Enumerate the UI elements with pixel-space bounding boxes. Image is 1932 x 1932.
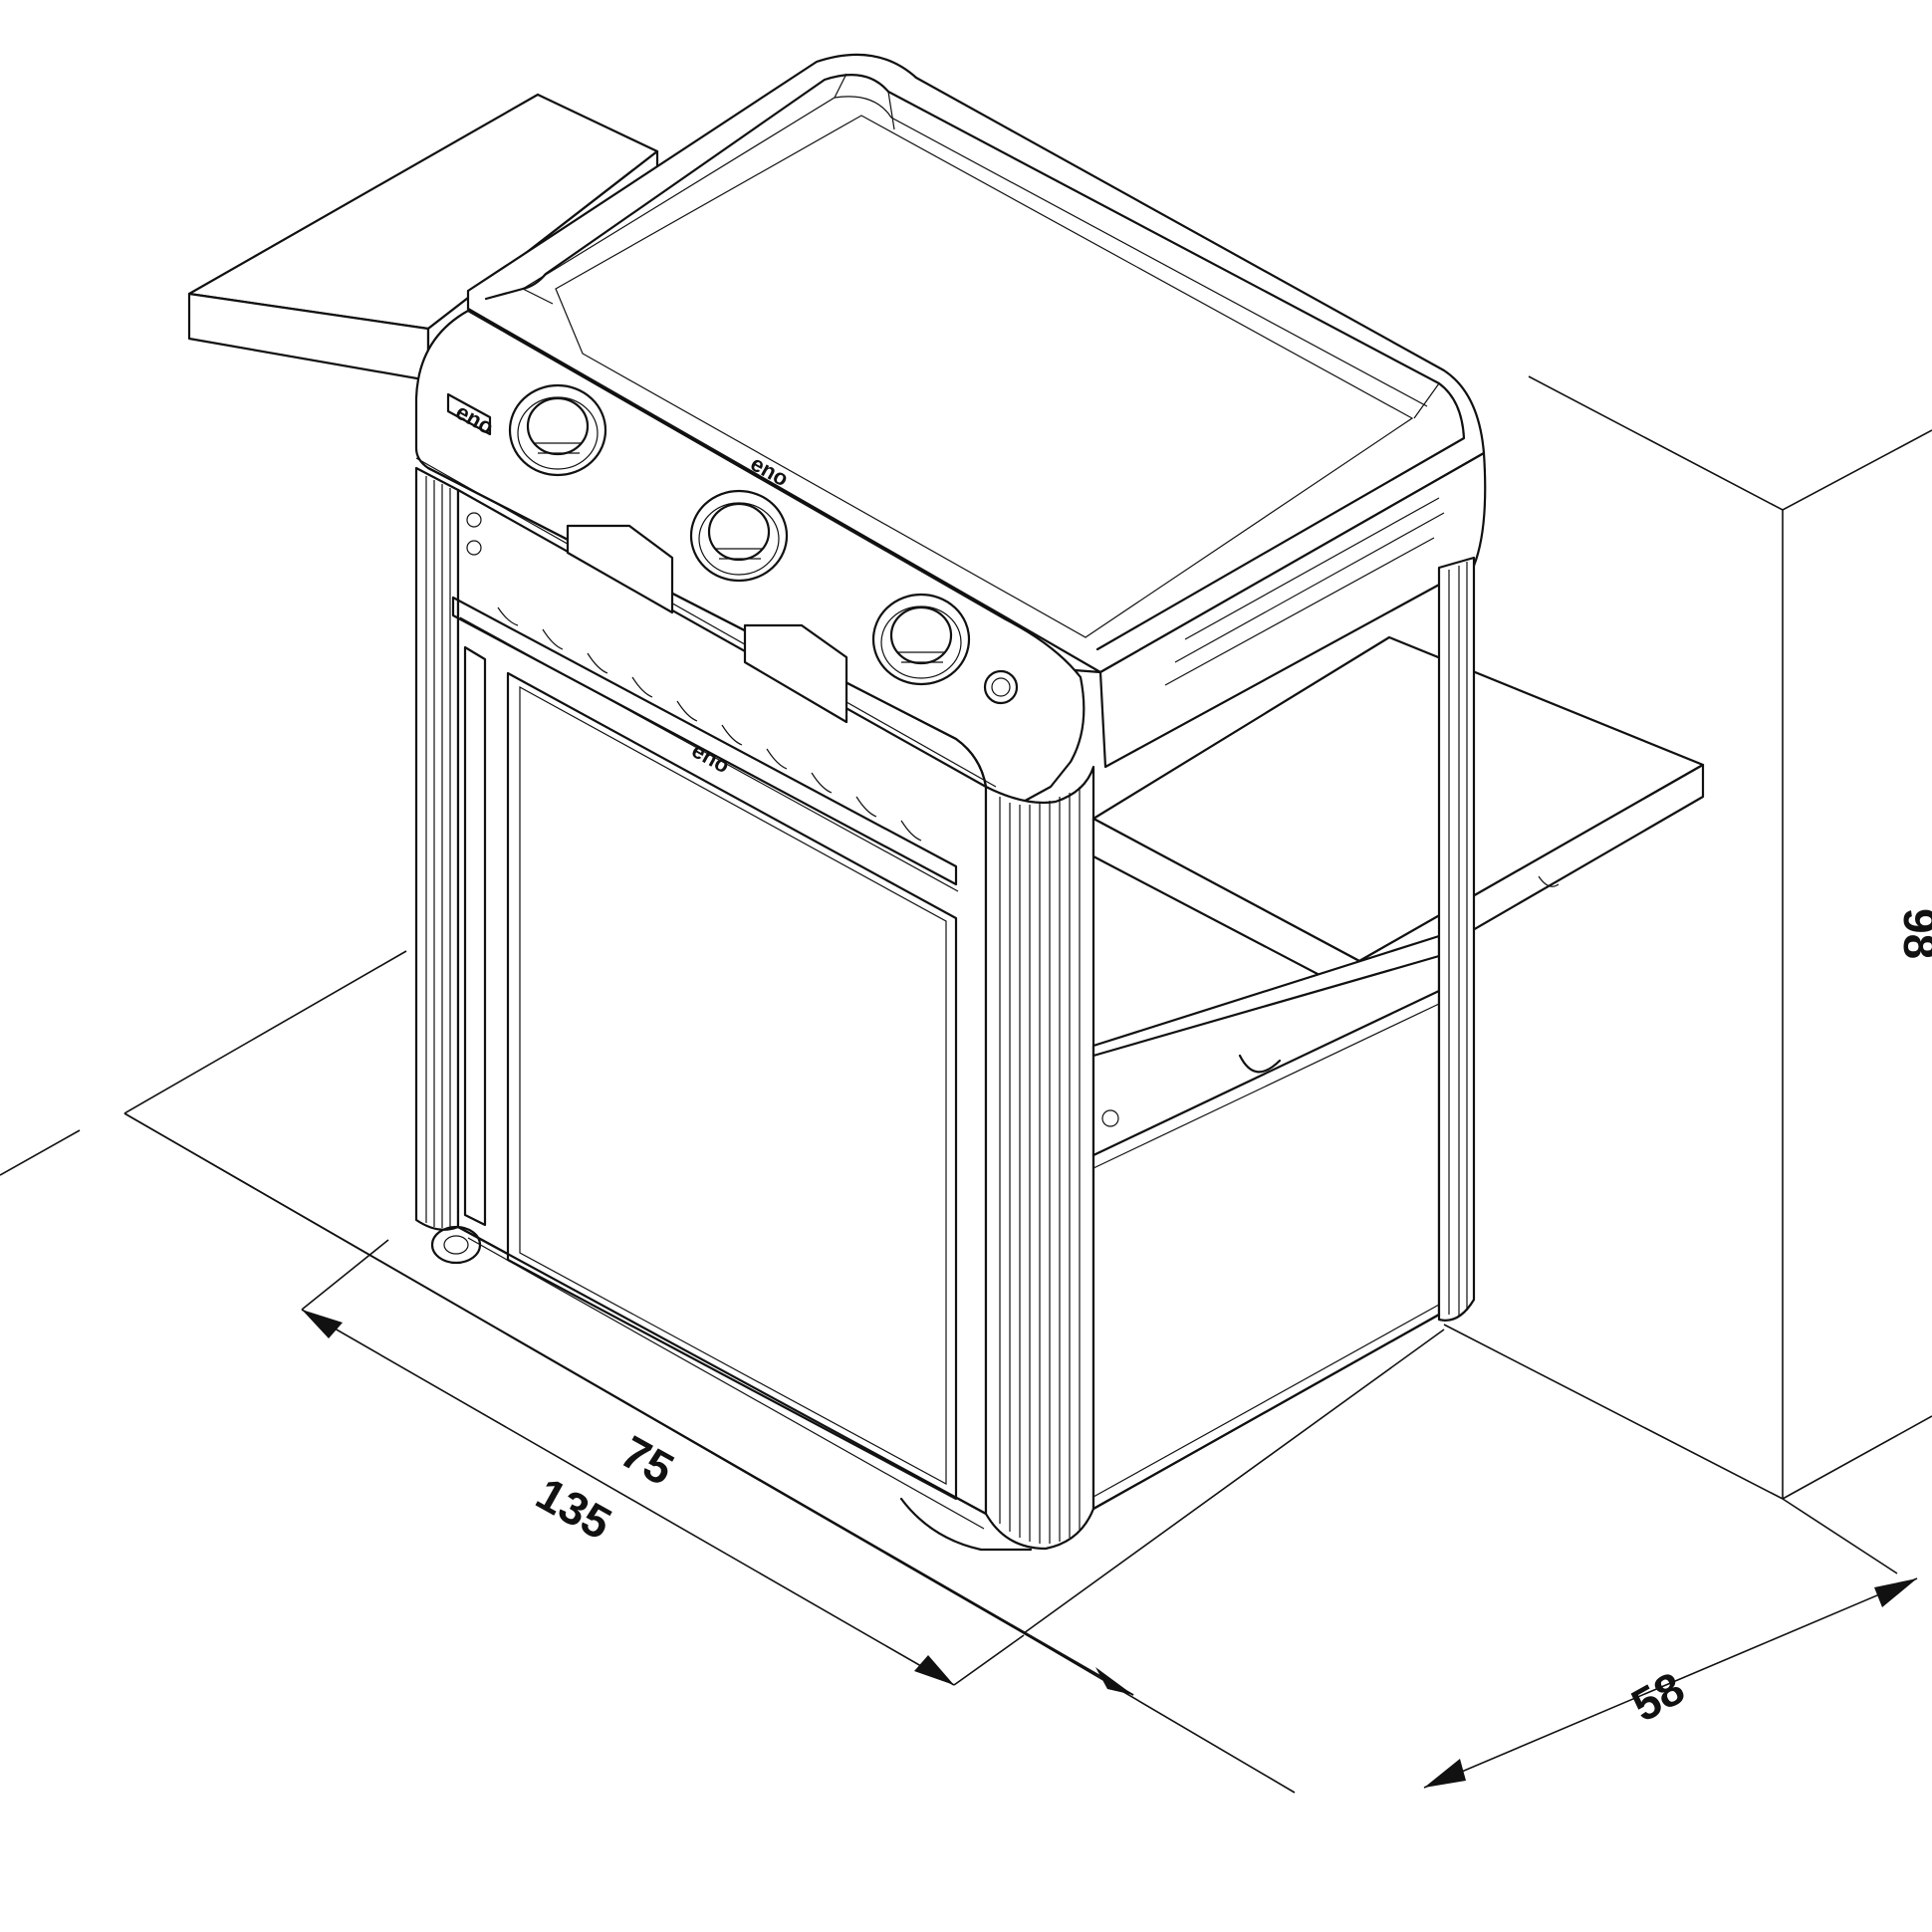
control-panel: eno eno (414, 309, 1086, 807)
control-knob-center[interactable] (689, 489, 789, 583)
right-side-cabinet (1091, 556, 1476, 1511)
griddle-plate (466, 53, 1486, 674)
dimension-height: 98 (1894, 908, 1932, 959)
dimension-label-135: 135 (528, 1467, 619, 1550)
dimension-depth: 58 (1423, 1577, 1918, 1789)
cabinet-front: eno (451, 488, 1033, 1544)
front-right-leg (984, 765, 1095, 1551)
caster-wheel (430, 1225, 1033, 1552)
left-leg (414, 466, 460, 1231)
bounding-box-guides (0, 94, 1932, 1794)
control-knob-left[interactable] (508, 383, 607, 477)
igniter-button[interactable] (983, 669, 1019, 705)
dimension-label-75: 75 (612, 1425, 682, 1495)
dimension-label-98: 98 (1894, 908, 1932, 959)
cabinet-door (506, 671, 958, 1501)
dimension-label-58: 58 (1623, 1661, 1693, 1731)
control-knob-right[interactable] (871, 593, 971, 686)
